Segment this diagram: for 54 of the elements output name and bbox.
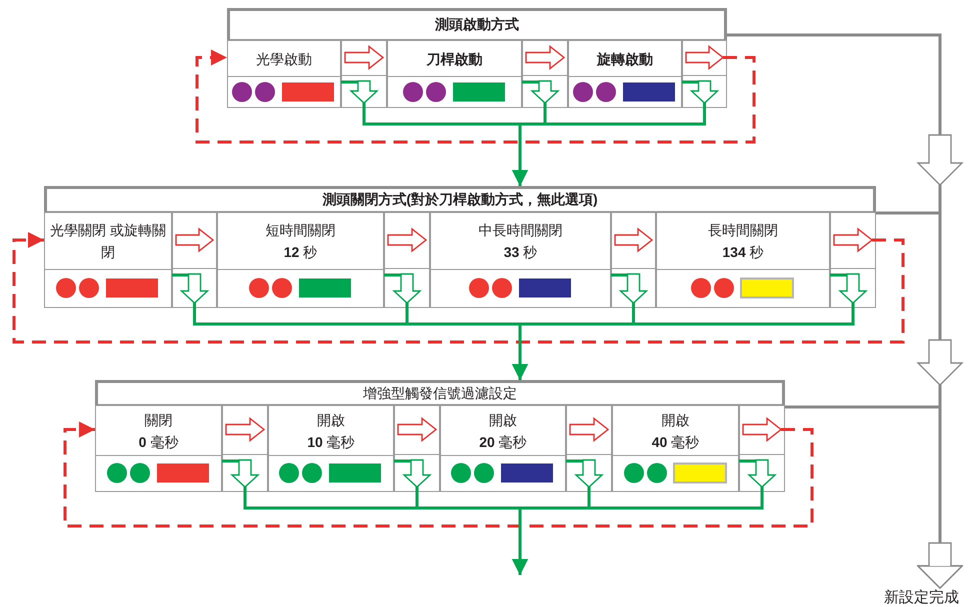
option-cell [217,212,384,308]
option-cell [44,212,172,308]
arrow [928,542,952,567]
value-label: 10 毫秒 [307,432,355,452]
option-label: 刀桿啟動 [426,50,482,68]
arrow [785,406,963,589]
option-label: 旋轉啟動 [597,50,653,68]
option-label: 光學啟動 [256,50,312,68]
dashed-arrow [64,422,814,528]
option-label: 開啟 [489,410,517,430]
option-label: 開啟 [662,410,690,430]
option-label: 光學關閉 或旋轉關閉 [49,221,167,262]
option-label: 關閉 [144,410,172,430]
value-label: 33 秒 [504,243,538,262]
dashed-arrow [12,232,904,344]
arrow [397,417,438,442]
arrow [512,459,777,575]
arrow [512,80,720,186]
arrow [614,228,654,252]
option-cell [430,212,611,308]
value-label: 134 秒 [722,243,764,262]
arrow [387,228,428,252]
option-cell [612,405,739,492]
option-label: 短時間關閉 [266,221,336,240]
arrow [916,339,964,386]
dashed-arrow [196,50,756,144]
value-label: 20 毫秒 [479,432,527,452]
option-label: 中長時間關閉 [478,221,562,240]
option-cell [95,405,222,492]
arrow [175,228,214,252]
option-label: 長時間關閉 [708,221,778,240]
panel-title: 增強型觸發信號過濾設定 [363,384,517,402]
arrow [525,45,566,70]
option-cell [268,405,394,492]
panel-title: 測頭啟動方式 [435,16,519,34]
arrow [344,45,384,70]
option-cell [440,405,566,492]
arrow [512,273,868,380]
option-cell [568,40,682,108]
option-label: 開啟 [317,410,345,430]
settings-panel [95,380,785,492]
settings-panel [44,186,876,308]
option-cell [387,40,522,108]
value-label: 12 秒 [284,243,318,262]
value-label: 0 毫秒 [138,432,178,452]
arrow [916,134,964,186]
arrow [569,417,610,442]
option-cell [227,40,341,108]
value-label: 40 毫秒 [652,432,700,452]
status-label: 新設定完成 [884,588,979,607]
option-cell [656,212,830,308]
arrow [225,417,266,442]
panel-title: 測頭關閉方式(對於刀桿啟動方式，無此選項) [322,191,598,209]
settings-panel [227,8,727,108]
